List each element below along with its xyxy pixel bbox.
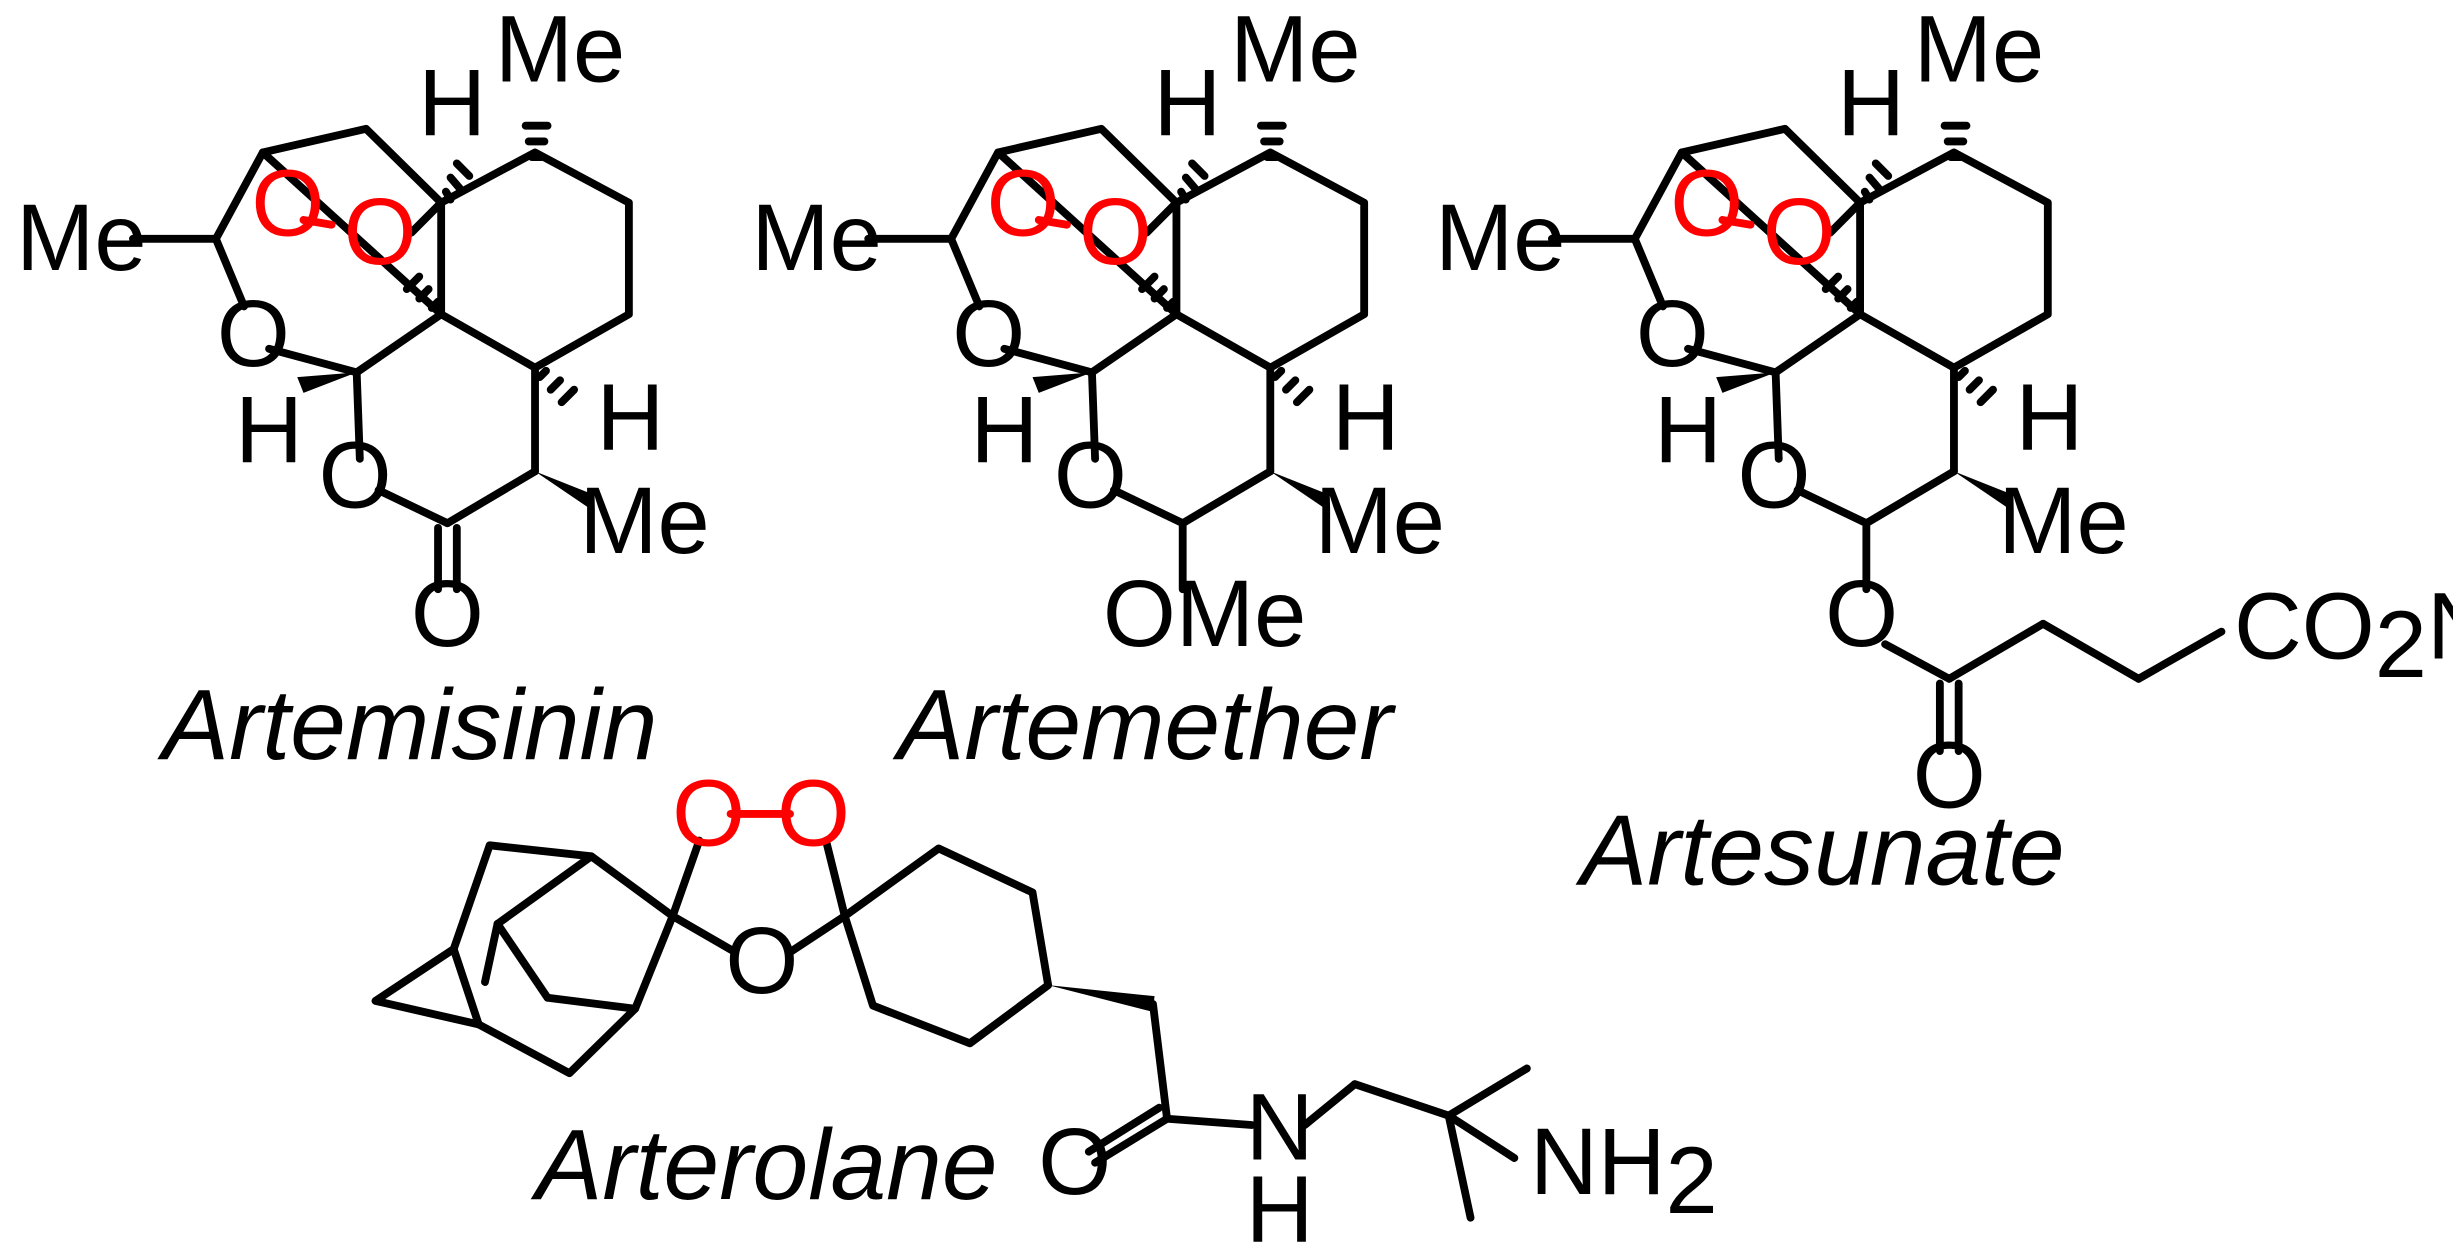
peroxide-o2-label: O xyxy=(344,179,417,284)
molecule-artemether: Me H Me O O O H H O OMe Me Artemether xyxy=(751,0,1445,781)
peroxide-o2-label: O xyxy=(1079,179,1152,284)
amide-n-label: N xyxy=(1246,1074,1314,1179)
peroxide-o1-label: O xyxy=(672,760,745,865)
h-right-label: H xyxy=(2015,364,2083,469)
me-top-label: Me xyxy=(1914,0,2044,102)
me-left-label: Me xyxy=(16,185,146,290)
me-top-label: Me xyxy=(495,0,625,102)
peroxide-o1-label: O xyxy=(251,151,324,256)
amide-h-label: H xyxy=(1246,1156,1314,1257)
artemether-caption: Artemether xyxy=(893,669,1397,781)
ome-label: OMe xyxy=(1103,561,1306,666)
me-left-label: Me xyxy=(1435,185,1565,290)
acetal-o-label: O xyxy=(1054,422,1127,527)
h-top-label: H xyxy=(418,50,486,155)
co2na-na-text: Na xyxy=(2427,573,2453,678)
nh2-label: NH2 xyxy=(1530,1109,1718,1233)
h-right-label: H xyxy=(1332,364,1400,469)
h-right-label: H xyxy=(597,364,665,469)
ester-o-label: O xyxy=(1825,561,1898,666)
molecule-artemisinin: Me H Me O O O H H O O Me Artemisinin xyxy=(16,0,710,781)
acetal-o-label: O xyxy=(1738,422,1811,527)
lactone-o-label: O xyxy=(319,422,392,527)
artesunate-caption: Artesunate xyxy=(1575,794,2064,906)
me-left-label: Me xyxy=(751,185,881,290)
me-bottom-label: Me xyxy=(1315,468,1445,573)
h-top-label: H xyxy=(1837,50,1905,155)
artemisinin-caption: Artemisinin xyxy=(157,669,657,781)
nh2-subscript-text: 2 xyxy=(1666,1128,1718,1233)
molecule-arterolane: O O O O N H NH2 Arterolane xyxy=(371,760,1718,1257)
ring-o-label: O xyxy=(725,908,798,1013)
peroxide-o2-label: O xyxy=(1763,179,1836,284)
h-left-label: H xyxy=(970,377,1038,482)
me-top-label: Me xyxy=(1230,0,1360,102)
h-top-label: H xyxy=(1153,50,1221,155)
ring-o-label: O xyxy=(952,281,1025,386)
ring-o-label: O xyxy=(217,281,290,386)
carbonyl-o-label: O xyxy=(1913,722,1986,827)
co2na-label: CO2Na xyxy=(2234,573,2453,697)
nh2-nh-text: NH xyxy=(1530,1109,1666,1214)
h-left-label: H xyxy=(1654,377,1722,482)
molecule-artesunate: Me H Me O O O H H O O Me O CO2Na Artesun… xyxy=(1435,0,2453,907)
me-bottom-label: Me xyxy=(579,468,709,573)
ring-o-label: O xyxy=(1636,281,1709,386)
peroxide-o2-label: O xyxy=(777,760,850,865)
co2na-subscript-text: 2 xyxy=(2375,592,2427,697)
me-bottom-label: Me xyxy=(1998,468,2128,573)
peroxide-o1-label: O xyxy=(1670,151,1743,256)
co2na-co-text: CO xyxy=(2234,573,2375,678)
arterolane-caption: Arterolane xyxy=(531,1109,998,1221)
h-left-label: H xyxy=(235,377,303,482)
amide-o-label: O xyxy=(1038,1109,1111,1214)
carbonyl-o-label: O xyxy=(411,561,484,666)
peroxide-o1-label: O xyxy=(987,151,1060,256)
